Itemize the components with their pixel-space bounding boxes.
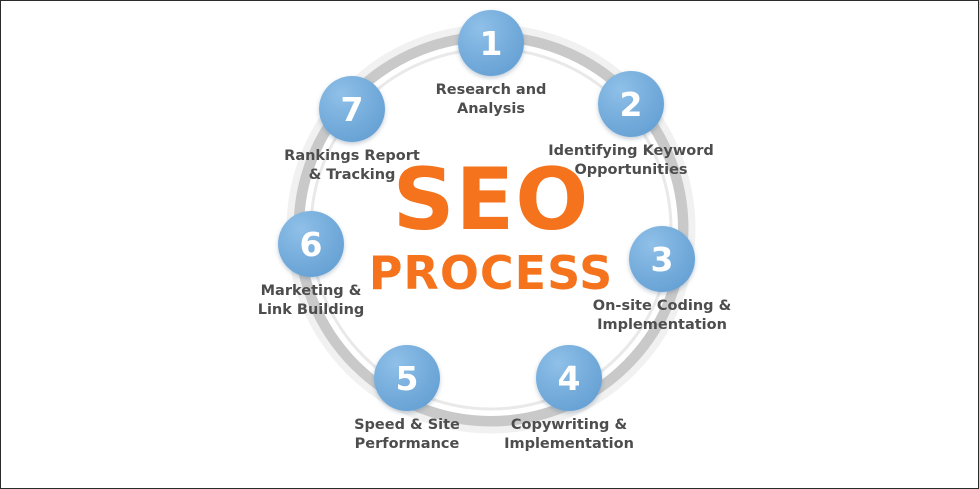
step-label-1-line2: Analysis — [457, 101, 525, 118]
step-label-2-line1: Identifying Keyword — [548, 143, 714, 159]
step-label-7-line2: & Tracking — [308, 167, 396, 184]
step-label-4-line1: Copywriting & — [510, 417, 628, 433]
step-number-3: 3 — [650, 239, 674, 279]
step-number-1: 1 — [479, 23, 503, 63]
step-label-2-line2: Opportunities — [574, 162, 688, 179]
step-label-4-line2: Implementation — [504, 436, 634, 453]
step-label-6-line1: Marketing & — [260, 283, 362, 299]
step-label-3: On-site Coding & Implementation — [593, 297, 731, 335]
step-circle-6[interactable]: 6 — [278, 211, 344, 277]
step-circle-3[interactable]: 3 — [629, 226, 695, 292]
step-circle-5[interactable]: 5 — [374, 345, 440, 411]
step-label-7-line1: Rankings Report — [284, 148, 420, 164]
step-label-5-line2: Performance — [354, 436, 460, 453]
step-number-5: 5 — [395, 358, 419, 398]
step-label-1: Research and Analysis — [436, 81, 547, 119]
step-number-4: 4 — [557, 358, 581, 398]
step-number-2: 2 — [619, 84, 643, 124]
step-label-3-line2: Implementation — [597, 317, 727, 334]
step-label-5: Speed & Site Performance — [354, 416, 460, 454]
step-label-3-line1: On-site Coding & — [592, 298, 732, 314]
step-label-1-line1: Research and — [435, 82, 547, 98]
step-circle-1[interactable]: 1 — [458, 10, 524, 76]
step-label-4: Copywriting & Implementation — [504, 416, 634, 454]
step-label-5-line1: Speed & Site — [354, 417, 460, 433]
step-label-7: Rankings Report & Tracking — [284, 147, 420, 185]
step-circle-7[interactable]: 7 — [319, 76, 385, 142]
step-circle-4[interactable]: 4 — [536, 345, 602, 411]
step-number-6: 6 — [299, 224, 323, 264]
step-number-7: 7 — [340, 89, 364, 129]
step-label-2: Identifying Keyword Opportunities — [548, 142, 713, 180]
step-label-6: Marketing & Link Building — [258, 282, 365, 320]
step-label-6-line2: Link Building — [257, 302, 365, 319]
step-circle-2[interactable]: 2 — [598, 71, 664, 137]
